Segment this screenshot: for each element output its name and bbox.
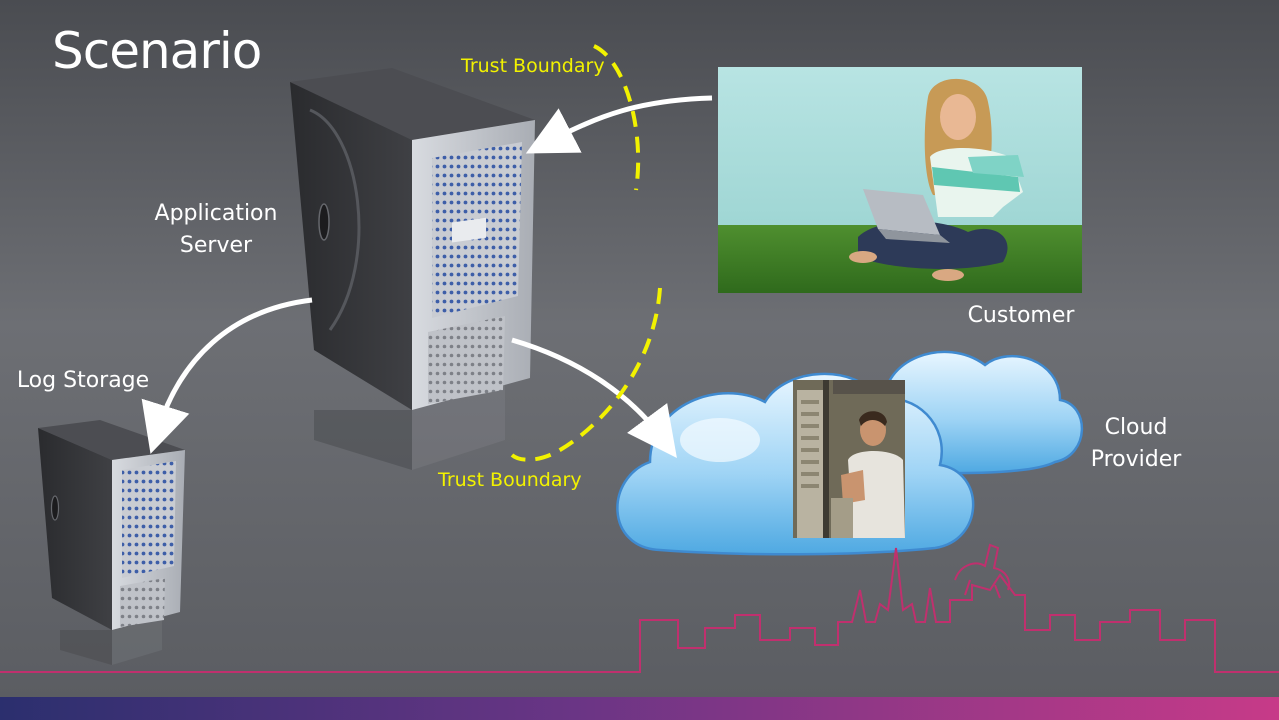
arrow-server-to-log (141, 297, 313, 454)
slide-title: Scenario (52, 22, 262, 80)
city-skyline (0, 547, 1279, 673)
log-storage-icon (38, 420, 185, 665)
equestrian-statue (954, 543, 1011, 599)
application-server-icon (290, 68, 535, 470)
customer-label: Customer (967, 303, 1075, 328)
trust-boundary-label-top: Trust Boundary (461, 55, 605, 77)
cloud-provider-photo (793, 380, 905, 538)
trust-boundary-label-bottom: Trust Boundary (438, 469, 582, 491)
application-server-label: Application Server (154, 201, 278, 258)
cloud-provider-label: Cloud Provider (1090, 415, 1182, 472)
trust-boundary-line-top (593, 44, 641, 191)
arrow-server-to-cloud (511, 337, 677, 459)
footer-gradient-band (0, 697, 1279, 720)
trust-boundary-line-bottom (510, 287, 662, 462)
arrow-customer-to-server (525, 95, 713, 154)
customer-photo (718, 67, 1082, 293)
log-storage-label: Log Storage (16, 368, 150, 393)
